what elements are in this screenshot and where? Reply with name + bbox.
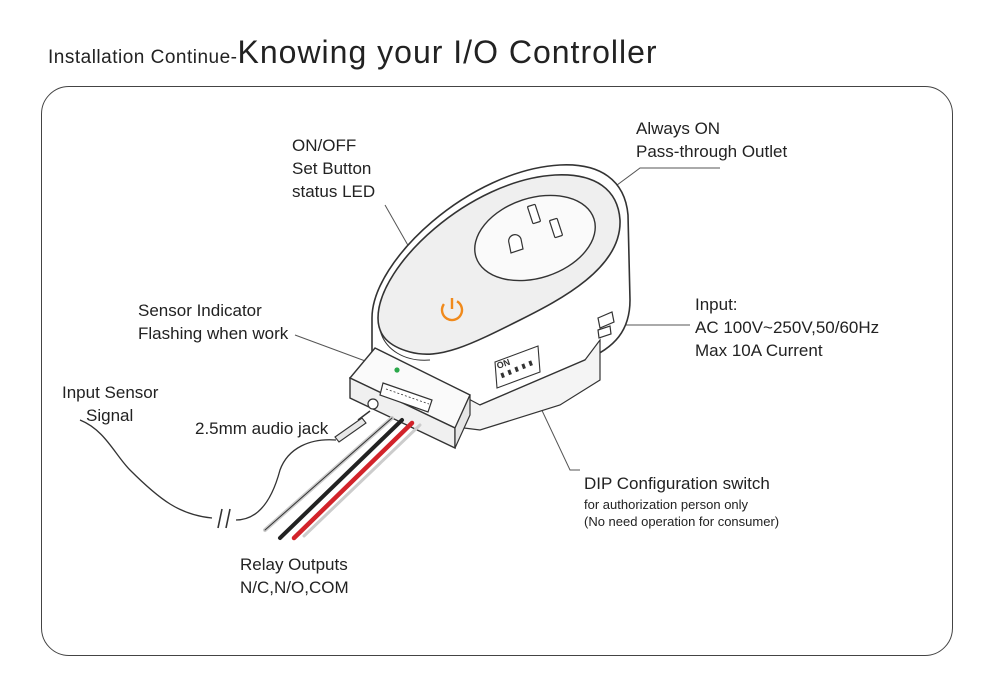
power-led-icon — [440, 298, 464, 322]
device-body: ON — [348, 164, 631, 450]
label-sensor-indicator: Sensor Indicator Flashing when work — [138, 299, 288, 345]
label-dip: DIP Configuration switch — [584, 474, 770, 493]
label-input-sensor-line2: Signal — [86, 406, 134, 425]
label-relay-line1: Relay Outputs — [240, 555, 348, 574]
title-main: Knowing your I/O Controller — [237, 34, 658, 70]
label-onoff-line2: Set Button — [292, 159, 372, 178]
plug-prongs — [597, 311, 615, 339]
front-module — [348, 347, 471, 450]
label-outlet: Always ON Pass-through Outlet — [636, 117, 787, 163]
label-input-line3: Max 10A Current — [695, 341, 823, 360]
outlet-slot-left — [527, 203, 541, 225]
label-outlet-line1: Always ON — [636, 119, 721, 138]
outlet-ground — [508, 234, 524, 254]
label-dip-note1: for authorization person only — [584, 497, 749, 512]
label-sensor-line2: Flashing when work — [138, 324, 289, 343]
label-input: Input: AC 100V~250V,50/60Hz Max 10A Curr… — [695, 293, 879, 362]
outlet-slot-right — [549, 217, 563, 239]
sensor-led — [394, 367, 400, 373]
label-relay: Relay Outputs N/C,N/O,COM — [240, 553, 349, 599]
label-input-line2: AC 100V~250V,50/60Hz — [695, 318, 880, 337]
label-input-line1: Input: — [695, 295, 738, 314]
label-onoff: ON/OFF Set Button status LED — [292, 134, 375, 203]
page-title: Installation Continue-Knowing your I/O C… — [48, 34, 658, 71]
audio-jack-port — [367, 398, 379, 410]
label-outlet-line2: Pass-through Outlet — [636, 142, 788, 161]
label-sensor-line1: Sensor Indicator — [138, 301, 262, 320]
leader-dip — [529, 384, 580, 471]
title-prefix: Installation Continue- — [48, 47, 238, 68]
relay-wires — [263, 416, 422, 541]
outlet-face — [474, 194, 596, 282]
dip-switch: ON — [494, 345, 541, 389]
label-audio-jack: 2.5mm audio jack — [195, 419, 329, 438]
audio-plug — [334, 410, 371, 443]
label-onoff-line3: status LED — [292, 182, 376, 201]
sensor-cable — [79, 419, 337, 521]
label-relay-line2: N/C,N/O,COM — [240, 578, 349, 597]
svg-text:ON: ON — [495, 357, 511, 371]
label-input-sensor-line1: Input Sensor — [62, 383, 159, 402]
label-dip-note2: (No need operation for consumer) — [584, 514, 780, 529]
terminal-block — [379, 382, 433, 413]
label-onoff-line1: ON/OFF — [292, 136, 357, 155]
label-input-sensor: Input Sensor Signal — [62, 381, 158, 427]
diagram-frame — [41, 86, 953, 656]
